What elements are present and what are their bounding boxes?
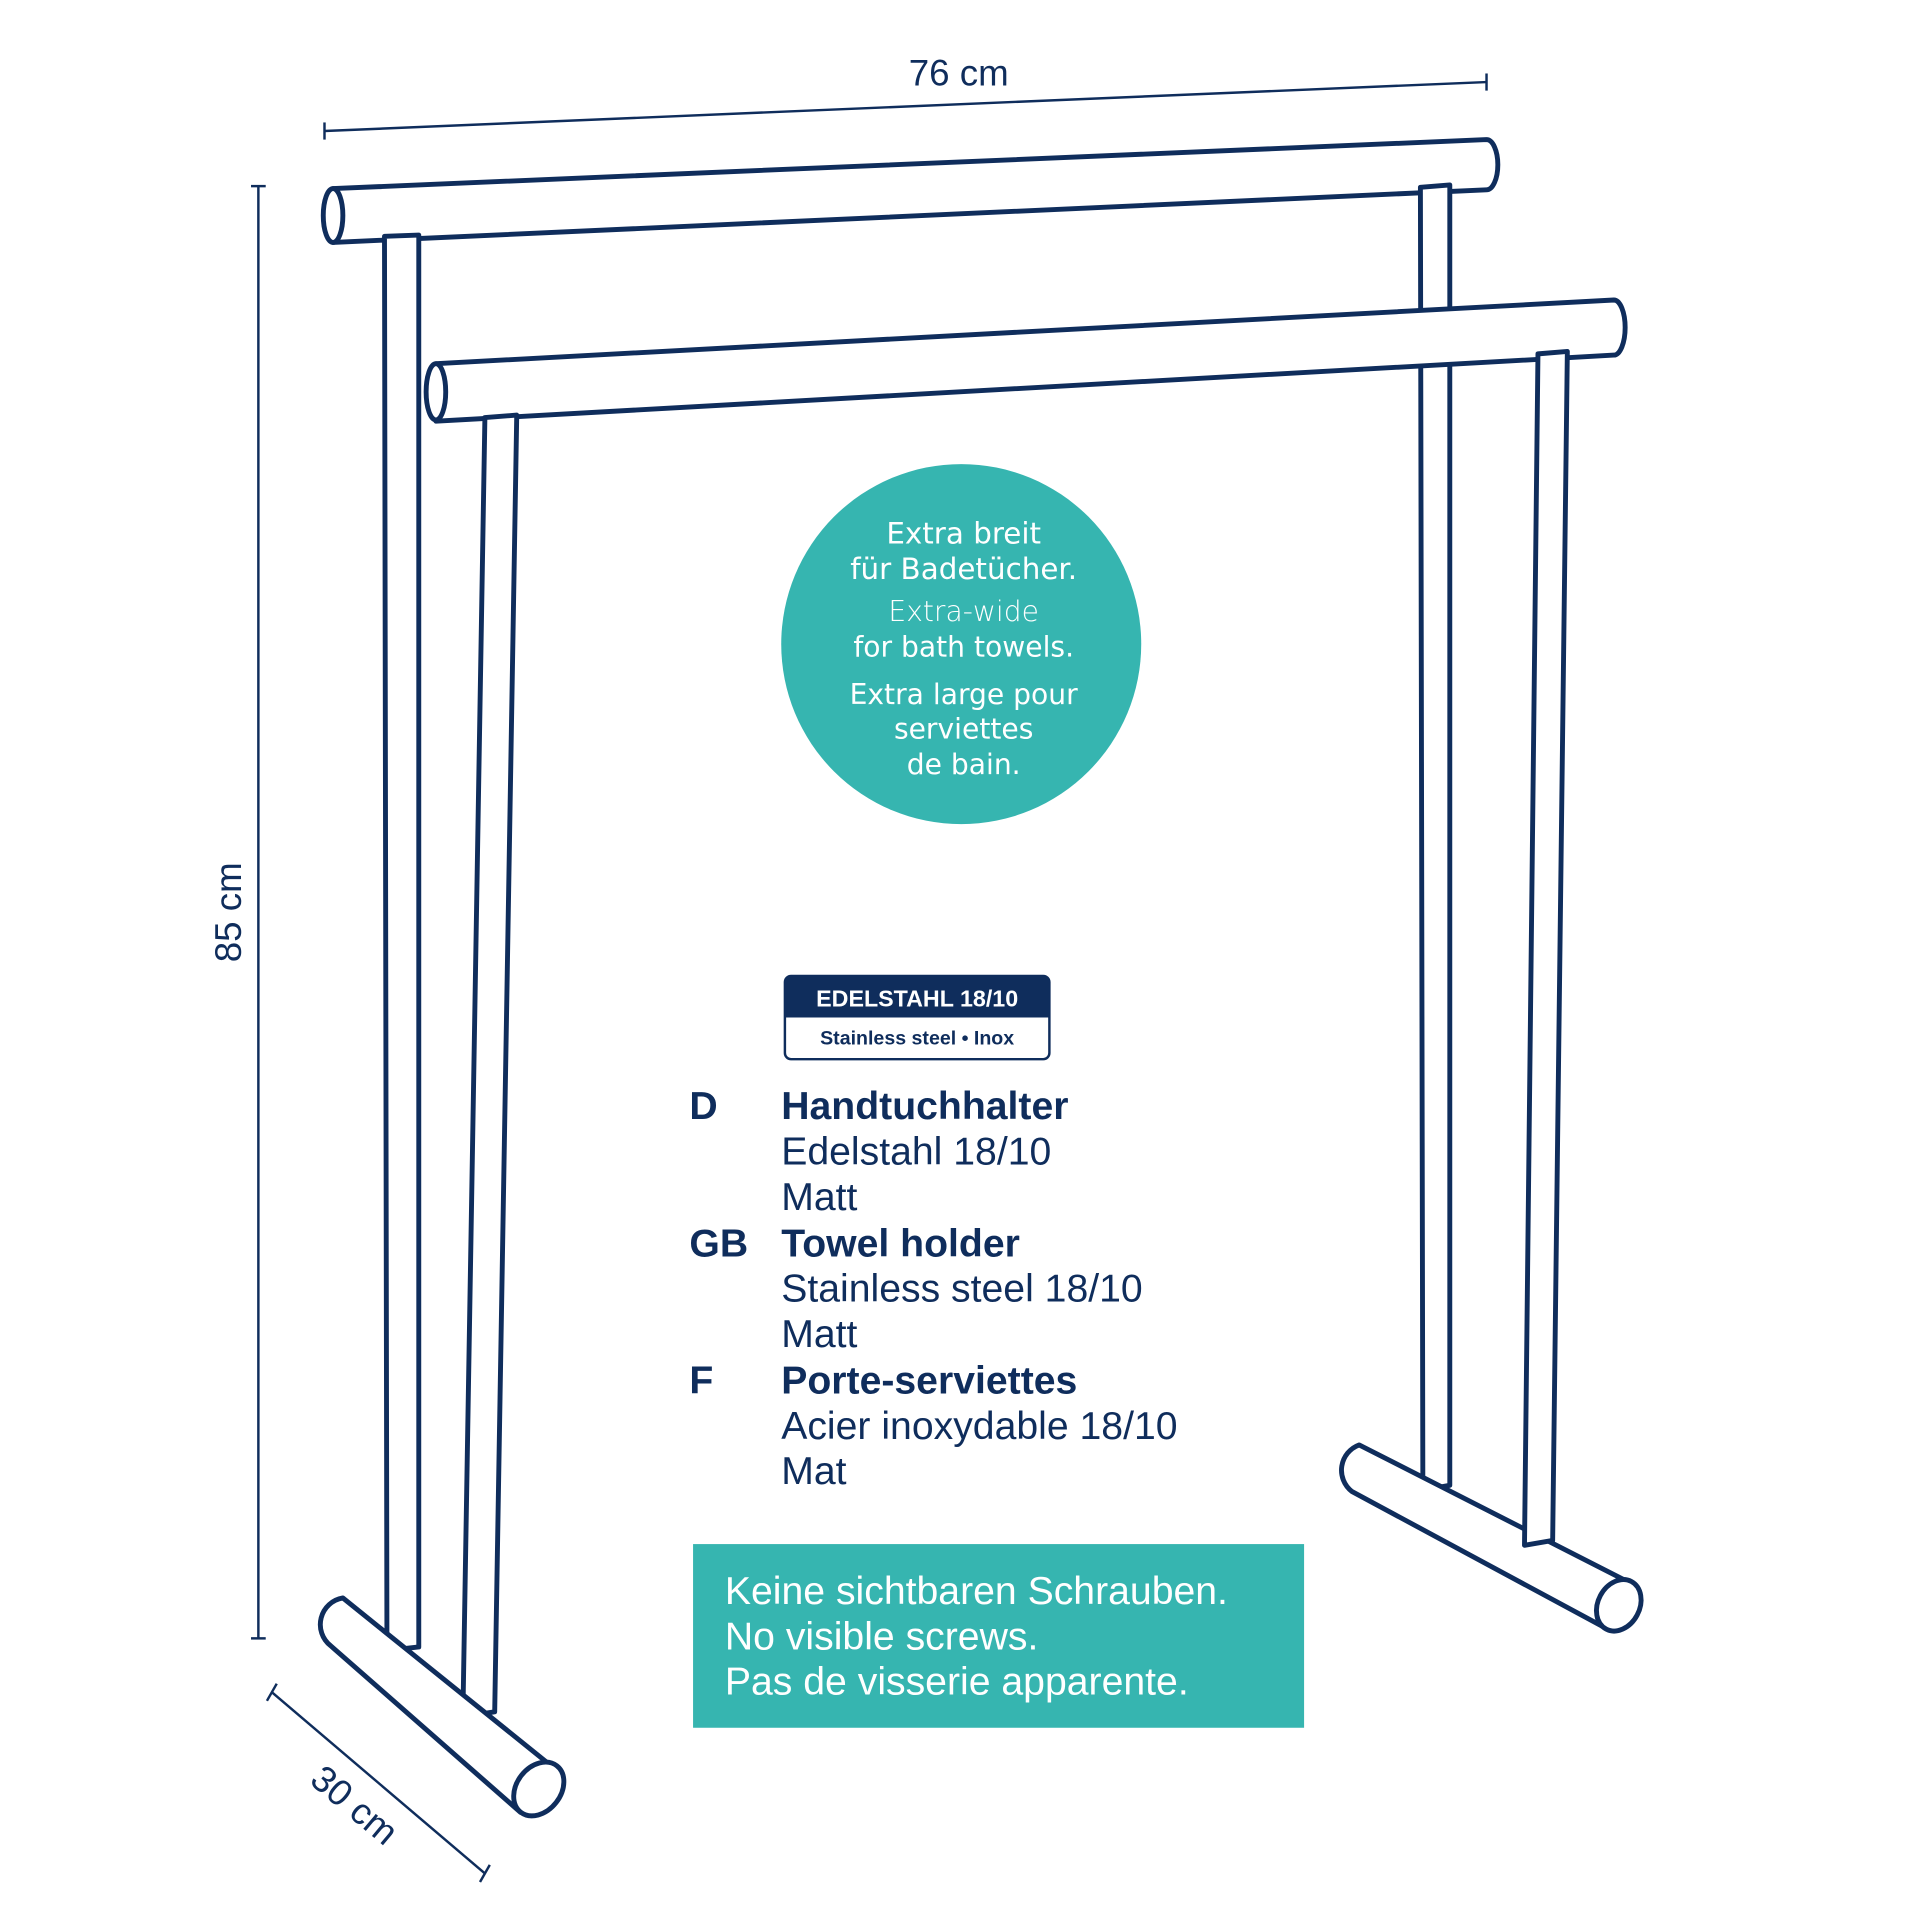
extra-wide-badge: Extra breit für Badetücher. Extra-wide f… xyxy=(781,464,1142,825)
left-foot xyxy=(317,1595,567,1819)
material-badge-title: EDELSTAHL 18/10 xyxy=(816,986,1018,1012)
product-title: Porte-serviettes xyxy=(781,1359,1077,1402)
product-material: Stainless steel 18/10 xyxy=(781,1268,1142,1311)
badge-fr-line-2: serviettes xyxy=(894,712,1033,745)
right-foot xyxy=(1339,1442,1644,1634)
badge-en-line-2: for bath towels. xyxy=(853,630,1074,663)
product-finish: Mat xyxy=(781,1450,846,1493)
product-material: Acier inoxydable 18/10 xyxy=(781,1405,1177,1448)
product-material: Edelstahl 18/10 xyxy=(781,1130,1051,1173)
note-line-de: Keine sichtbaren Schrauben. xyxy=(725,1570,1228,1613)
product-descriptions: D Handtuchhalter Edelstahl 18/10 Matt GB… xyxy=(689,1085,1177,1493)
product-finish: Matt xyxy=(781,1176,857,1219)
front-right-leg xyxy=(1522,348,1570,1548)
material-badge: EDELSTAHL 18/10 Stainless steel • Inox xyxy=(783,974,1051,1061)
badge-fr-line-3: de bain. xyxy=(907,748,1021,781)
back-right-leg xyxy=(1417,182,1453,1493)
front-left-leg xyxy=(460,412,520,1720)
lang-code: GB xyxy=(689,1222,748,1265)
badge-fr-line-1: Extra large pour xyxy=(850,678,1079,711)
back-left-leg xyxy=(382,232,422,1654)
width-dimension: 76 cm xyxy=(323,53,1488,140)
product-finish: Matt xyxy=(781,1313,857,1356)
product-title: Towel holder xyxy=(781,1222,1020,1265)
badge-de-line-2: für Badetücher. xyxy=(850,552,1077,586)
note-line-fr: Pas de visserie apparente. xyxy=(725,1661,1189,1704)
height-label: 85 cm xyxy=(208,862,249,962)
front-rail xyxy=(423,297,1628,424)
lang-code: D xyxy=(689,1085,717,1128)
product-title: Handtuchhalter xyxy=(781,1085,1068,1128)
material-badge-subtitle: Stainless steel • Inox xyxy=(820,1027,1014,1049)
depth-label: 30 cm xyxy=(303,1757,406,1853)
height-dimension: 85 cm xyxy=(208,184,266,1640)
badge-en-line-1: Extra-wide xyxy=(888,595,1039,628)
back-rail xyxy=(320,137,1501,245)
badge-de-line-1: Extra breit xyxy=(886,517,1041,551)
width-label: 76 cm xyxy=(909,53,1009,94)
no-visible-screws-box: Keine sichtbaren Schrauben. No visible s… xyxy=(693,1544,1305,1728)
note-line-en: No visible screws. xyxy=(725,1615,1038,1658)
lang-code: F xyxy=(689,1359,713,1402)
